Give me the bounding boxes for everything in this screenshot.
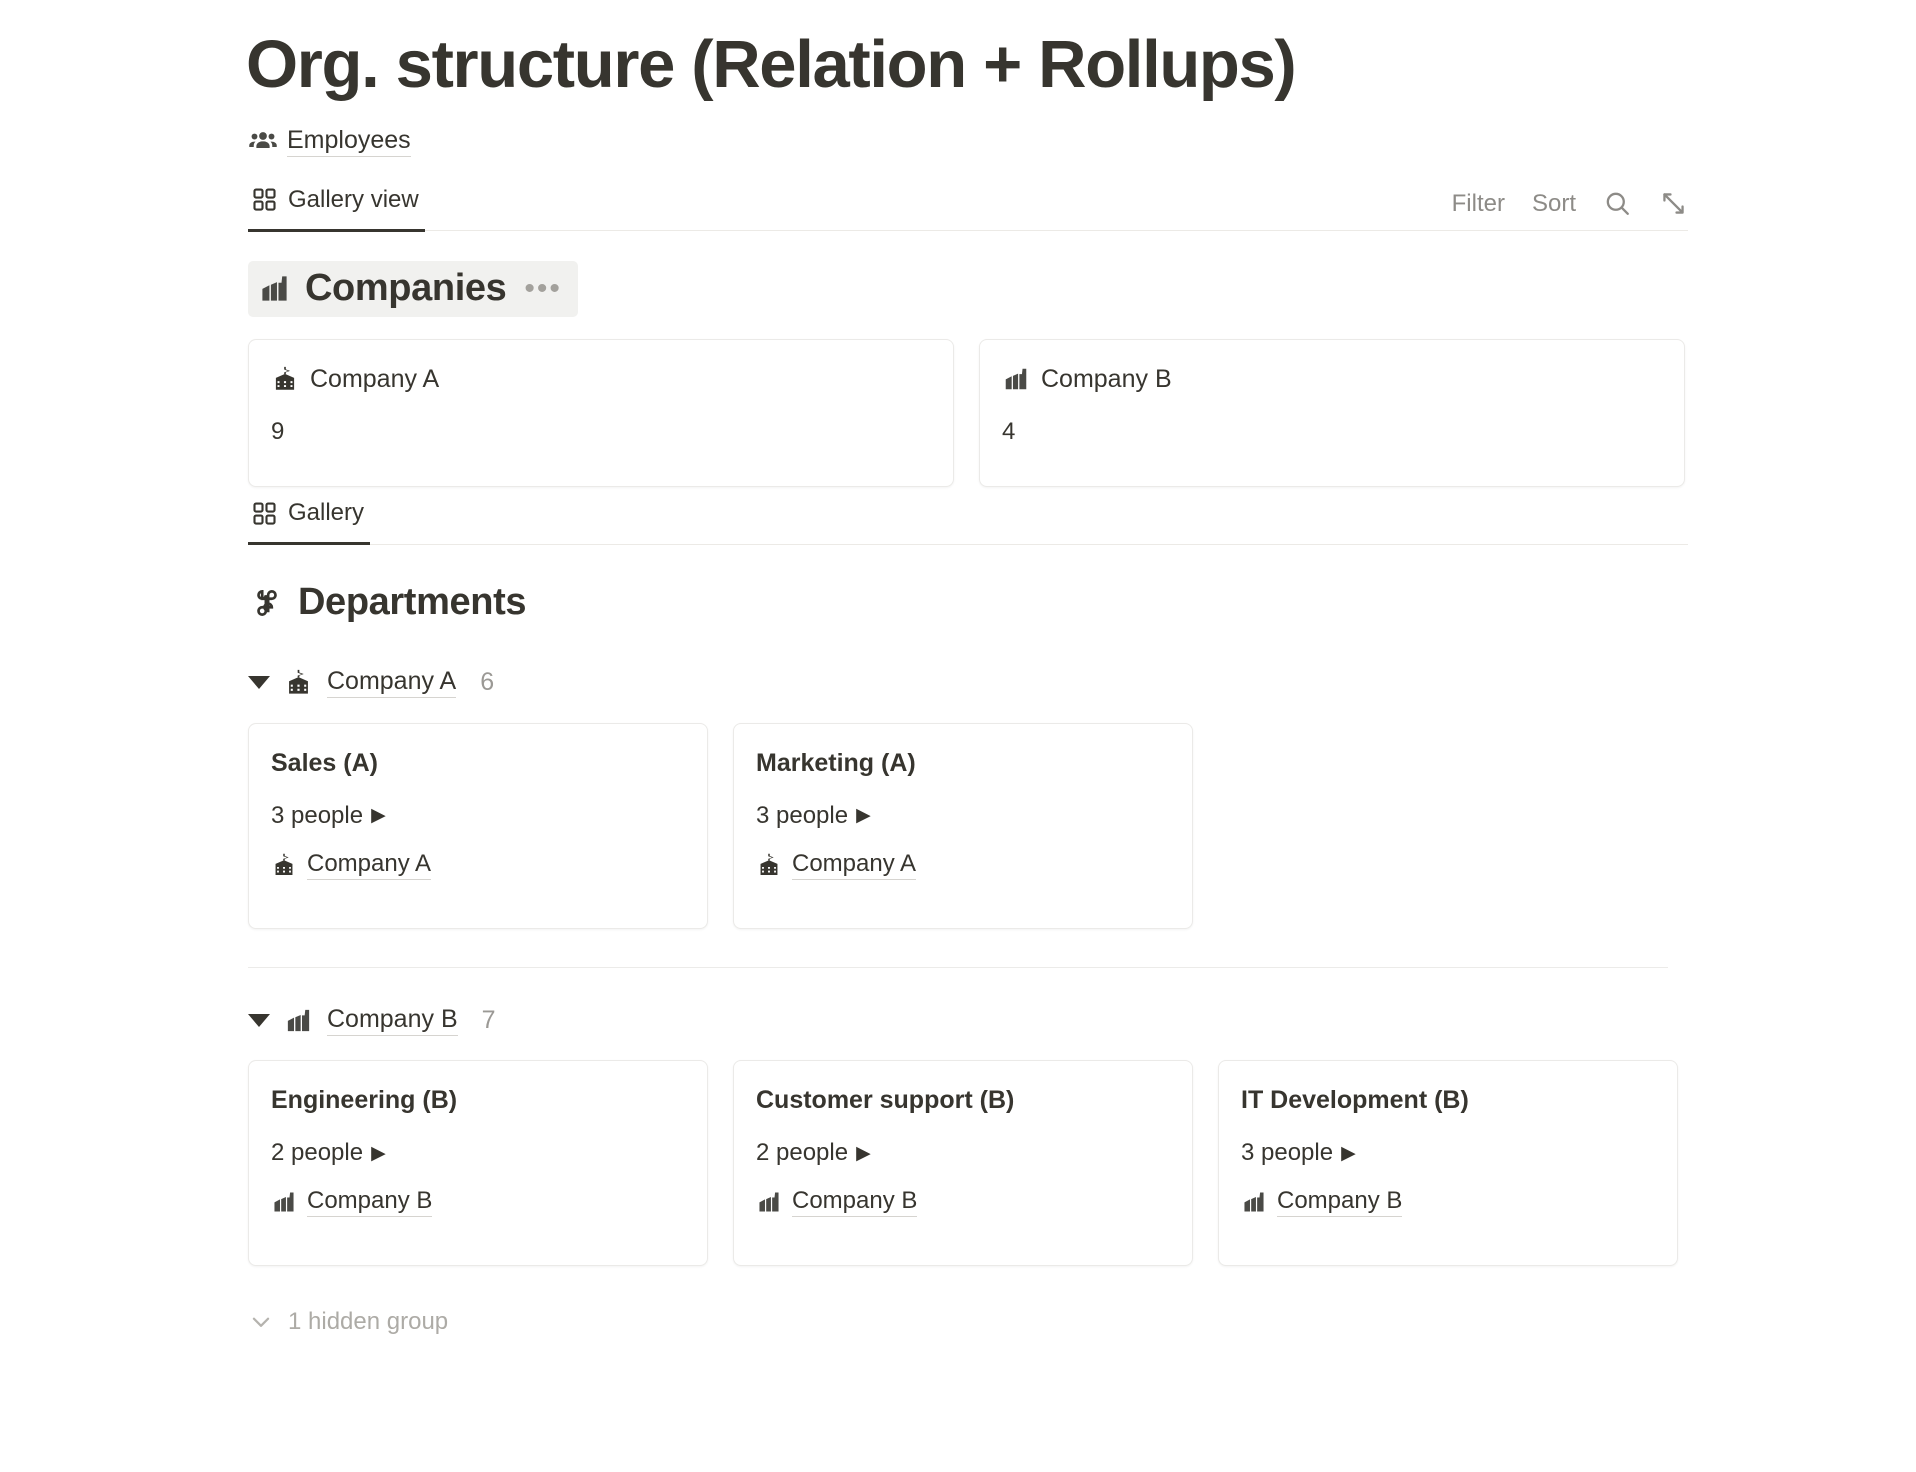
departments-section-title: Departments (298, 580, 527, 623)
search-icon[interactable] (1603, 189, 1632, 218)
department-card-grid: Sales (A) 3 people ▶ Company A (248, 722, 1688, 929)
department-card-title: Sales (A) (271, 748, 378, 777)
department-group: Company B 7 Engineering (B) 2 people ▶ (248, 1002, 1688, 1267)
source-database-row: Employees (248, 125, 1688, 159)
department-card[interactable]: Sales (A) 3 people ▶ Company A (248, 722, 708, 929)
company-card-value: 9 (271, 417, 285, 445)
relation-link[interactable]: Company A (792, 850, 917, 880)
expand-diagonal-icon[interactable] (1659, 189, 1688, 218)
department-card-rollup: 2 people ▶ (756, 1139, 1170, 1167)
department-card-relation: Company A (756, 850, 1170, 880)
relation-link[interactable]: Company B (1277, 1187, 1403, 1218)
tab-gallery-label: Gallery (288, 499, 365, 527)
school-building-icon (271, 852, 297, 878)
departments-view-tabs: Gallery (248, 493, 371, 546)
department-rollup-value: 3 people (271, 801, 364, 829)
group-header-company-a[interactable]: Company A 6 (248, 665, 1688, 701)
factory-building-icon (271, 1189, 297, 1215)
school-building-icon (284, 668, 313, 697)
factory-building-icon (258, 272, 291, 305)
company-card-title-row: Company A (271, 364, 931, 394)
department-rollup-value: 2 people (271, 1139, 364, 1167)
department-card[interactable]: Customer support (B) 2 people ▶ (733, 1060, 1193, 1267)
relation-link[interactable]: Company B (307, 1187, 433, 1218)
factory-building-icon (756, 1189, 782, 1215)
gallery-grid-icon (252, 187, 277, 212)
rollup-expand-triangle-icon[interactable]: ▶ (856, 805, 871, 827)
company-card-name: Company A (310, 364, 440, 393)
factory-building-icon (1002, 365, 1030, 393)
group-link-company-a[interactable]: Company A (327, 667, 457, 699)
filter-button[interactable]: Filter (1451, 189, 1505, 217)
company-card-title-row: Company B (1002, 364, 1662, 394)
rollup-expand-triangle-icon[interactable]: ▶ (371, 805, 386, 827)
company-card[interactable]: Company B 4 (979, 338, 1685, 487)
relation-link[interactable]: Company A (307, 850, 432, 880)
department-card-relation: Company A (271, 850, 685, 880)
department-rollup-value: 3 people (1241, 1139, 1334, 1167)
department-card-title: Marketing (A) (756, 748, 916, 777)
page-content: Org. structure (Relation + Rollups) Empl… (246, 0, 1688, 1336)
page-title: Org. structure (Relation + Rollups) (246, 27, 1297, 102)
department-card-rollup: 3 people ▶ (271, 802, 685, 830)
companies-section-header[interactable]: Companies ••• (248, 261, 578, 317)
department-card-rollup: 2 people ▶ (271, 1139, 685, 1167)
companies-section-menu-button[interactable]: ••• (524, 271, 562, 305)
company-card-name: Company B (1041, 364, 1172, 393)
tab-gallery-view-label: Gallery view (288, 185, 419, 213)
rollup-expand-triangle-icon[interactable]: ▶ (856, 1142, 871, 1164)
department-card-title: IT Development (B) (1241, 1086, 1469, 1115)
tab-gallery[interactable]: Gallery (248, 493, 371, 546)
view-tabs: Gallery view (248, 179, 425, 232)
department-rollup-value: 2 people (756, 1139, 849, 1167)
company-card[interactable]: Company A 9 (248, 338, 954, 487)
department-card-relation: Company B (756, 1187, 1170, 1218)
hidden-group-label: 1 hidden group (288, 1308, 449, 1336)
group-count: 6 (480, 668, 495, 697)
department-card-rollup: 3 people ▶ (756, 802, 1170, 830)
department-group: Company A 6 Sales (A) 3 people ▶ (248, 665, 1688, 969)
rollup-expand-triangle-icon[interactable]: ▶ (371, 1142, 386, 1164)
school-building-icon (271, 365, 299, 393)
view-toolbar: Gallery view Filter Sort (248, 179, 1688, 232)
departments-view-toolbar: Gallery (248, 493, 1688, 546)
department-card-title: Engineering (B) (271, 1086, 458, 1115)
department-card-relation: Company B (1241, 1187, 1655, 1218)
rollup-expand-triangle-icon[interactable]: ▶ (1341, 1142, 1356, 1164)
department-card[interactable]: Engineering (B) 2 people ▶ (248, 1060, 708, 1267)
hidden-group-toggle[interactable]: 1 hidden group (248, 1308, 1688, 1336)
department-card-relation: Company B (271, 1187, 685, 1218)
department-card[interactable]: IT Development (B) 3 people ▶ (1218, 1060, 1678, 1267)
department-card-rollup: 3 people ▶ (1241, 1139, 1655, 1167)
gallery-grid-icon (252, 501, 277, 526)
tab-gallery-view[interactable]: Gallery view (248, 179, 425, 232)
department-card-title: Customer support (B) (756, 1086, 1015, 1115)
sort-button[interactable]: Sort (1531, 189, 1576, 217)
companies-card-grid: Company A 9 Company B 4 (248, 338, 1688, 487)
relation-link[interactable]: Company B (792, 1187, 918, 1218)
collapse-triangle-icon[interactable] (248, 676, 270, 690)
department-rollup-value: 3 people (756, 801, 849, 829)
group-link-company-b[interactable]: Company B (327, 1005, 458, 1036)
department-card-grid: Engineering (B) 2 people ▶ (248, 1060, 1688, 1267)
view-actions: Filter Sort (1452, 189, 1688, 230)
department-card[interactable]: Marketing (A) 3 people ▶ Company A (733, 722, 1193, 929)
factory-building-icon (284, 1006, 313, 1035)
command-icon (250, 586, 284, 620)
group-divider (248, 966, 1668, 969)
collapse-triangle-icon[interactable] (248, 1013, 270, 1027)
chevron-down-icon (248, 1309, 274, 1335)
group-count: 7 (481, 1005, 496, 1034)
people-group-icon (248, 127, 278, 157)
school-building-icon (756, 852, 782, 878)
factory-building-icon (1241, 1189, 1267, 1215)
companies-section-title: Companies (305, 267, 507, 310)
group-header-company-b[interactable]: Company B 7 (248, 1002, 1688, 1038)
source-database-link[interactable]: Employees (287, 126, 411, 158)
company-card-value: 4 (1002, 417, 1016, 445)
departments-section-header: Departments (248, 575, 542, 631)
